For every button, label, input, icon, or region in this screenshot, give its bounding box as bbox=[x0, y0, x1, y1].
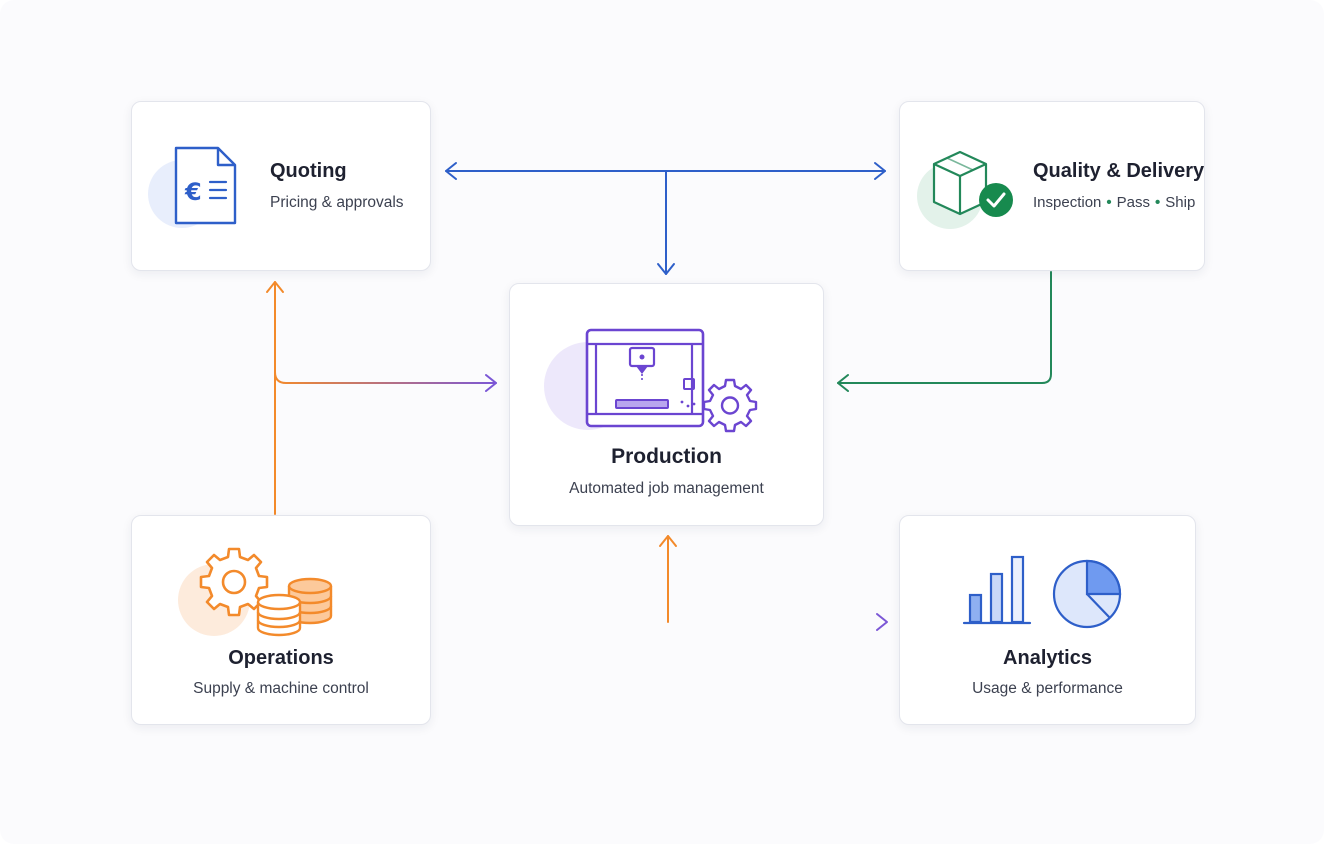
subtitle-ship: Ship bbox=[1165, 194, 1196, 211]
subtitle-inspection: Inspection bbox=[1033, 194, 1102, 211]
node-quoting[interactable]: € Quoting Pricing & approvals bbox=[131, 101, 431, 271]
gear-coins-icon bbox=[178, 547, 333, 637]
node-analytics[interactable]: Analytics Usage & performance bbox=[899, 515, 1196, 725]
node-title: Quoting bbox=[270, 160, 347, 182]
node-subtitle: Inspection•Pass•Ship bbox=[1033, 194, 1195, 211]
edge-operations-quoting bbox=[266, 281, 284, 515]
node-operations[interactable]: Operations Supply & machine control bbox=[131, 515, 431, 725]
node-title: Operations bbox=[228, 647, 334, 669]
node-subtitle: Pricing & approvals bbox=[270, 194, 404, 211]
package-check-icon bbox=[917, 150, 1013, 229]
edge-operations-production bbox=[659, 535, 677, 623]
svg-text:€: € bbox=[184, 178, 202, 206]
pie-chart-icon bbox=[1052, 559, 1122, 629]
edge-quality-production bbox=[837, 271, 1052, 392]
subtitle-pass: Pass bbox=[1116, 194, 1151, 211]
node-subtitle: Usage & performance bbox=[972, 680, 1123, 697]
separator-dot: • bbox=[1155, 194, 1161, 211]
3d-printer-gear-icon bbox=[544, 328, 758, 433]
edge-operations-analytics bbox=[431, 613, 888, 631]
node-title: Production bbox=[611, 445, 722, 468]
edge-operations-production-branch bbox=[274, 371, 497, 392]
node-production[interactable]: Production Automated job management bbox=[509, 283, 824, 526]
node-title: Analytics bbox=[1003, 647, 1092, 669]
bar-pie-chart-icon bbox=[962, 555, 1122, 629]
edge-quoting-production bbox=[657, 170, 675, 275]
node-subtitle: Automated job management bbox=[569, 480, 764, 497]
separator-dot: • bbox=[1106, 194, 1112, 211]
node-quality-delivery[interactable]: Quality & Delivery Inspection•Pass•Ship bbox=[899, 101, 1205, 271]
node-subtitle: Supply & machine control bbox=[193, 680, 369, 697]
node-title: Quality & Delivery bbox=[1033, 160, 1205, 182]
bar-chart-icon bbox=[962, 555, 1032, 625]
euro-document-icon: € bbox=[148, 146, 237, 228]
